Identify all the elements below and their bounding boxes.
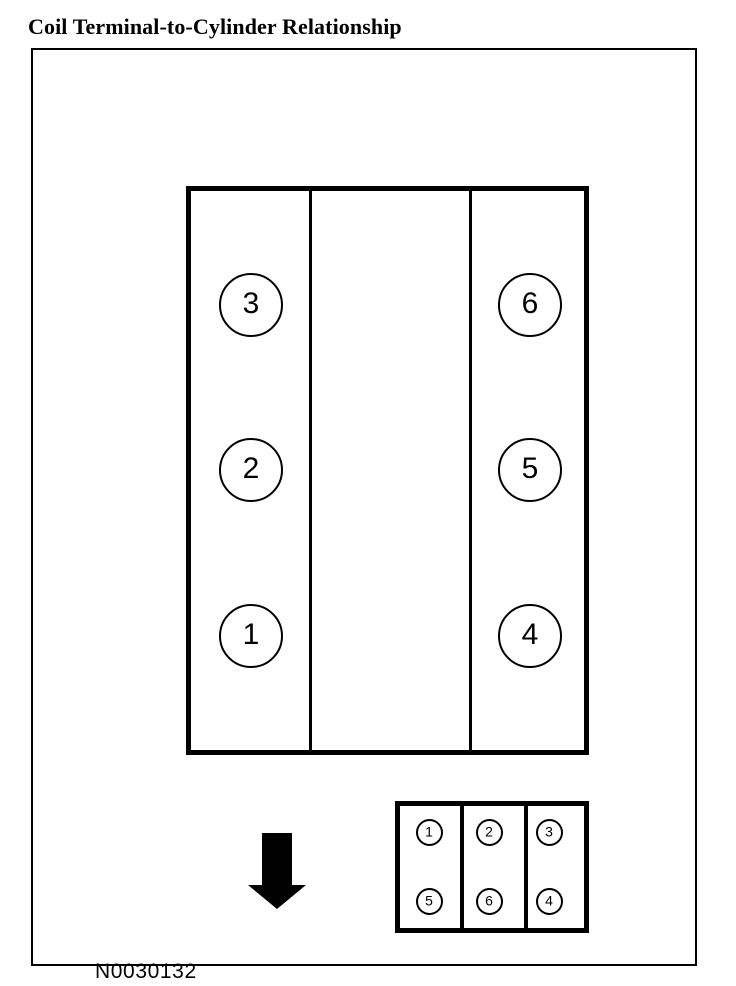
page-title: Coil Terminal-to-Cylinder Relationship [28, 14, 402, 39]
cylinder-number-5: 5 [521, 452, 539, 485]
cylinder-bore-6: 6 [498, 273, 562, 337]
coil-terminal-5: 5 [415, 887, 443, 915]
cylinder-bore-3: 3 [219, 273, 283, 337]
cylinder-bore-4: 4 [498, 604, 562, 668]
coil-terminal-number-4: 4 [545, 892, 553, 909]
coil-terminal-4: 4 [535, 887, 563, 915]
coil-terminal-number-2: 2 [485, 823, 493, 840]
coil-terminal-number-5: 5 [425, 892, 433, 909]
engine-block-divider-right [469, 191, 472, 750]
cylinder-number-3: 3 [242, 287, 260, 320]
cylinder-number-2: 2 [242, 452, 260, 485]
cylinder-bore-5: 5 [498, 438, 562, 502]
cylinder-number-1: 1 [242, 618, 260, 651]
cylinder-bore-2: 2 [219, 438, 283, 502]
coil-terminal-1: 1 [415, 818, 443, 846]
coil-terminal-6: 6 [475, 887, 503, 915]
figure-id-label: N0030132 [95, 960, 197, 983]
coil-pack-divider-right [524, 806, 528, 928]
coil-terminal-3: 3 [535, 818, 563, 846]
coil-terminal-number-1: 1 [425, 823, 433, 840]
cylinder-number-4: 4 [521, 618, 539, 651]
coil-pack-divider-left [460, 806, 464, 928]
engine-block-divider-left [309, 191, 312, 750]
coil-terminal-2: 2 [475, 818, 503, 846]
cylinder-number-6: 6 [521, 287, 539, 320]
coil-terminal-number-6: 6 [485, 892, 493, 909]
cylinder-bore-1: 1 [219, 604, 283, 668]
figure-frame: 3 2 1 6 5 4 1 2 3 5 6 4 N0030132 [31, 48, 697, 983]
coil-terminal-number-3: 3 [545, 823, 553, 840]
down-arrow-icon [248, 833, 306, 909]
